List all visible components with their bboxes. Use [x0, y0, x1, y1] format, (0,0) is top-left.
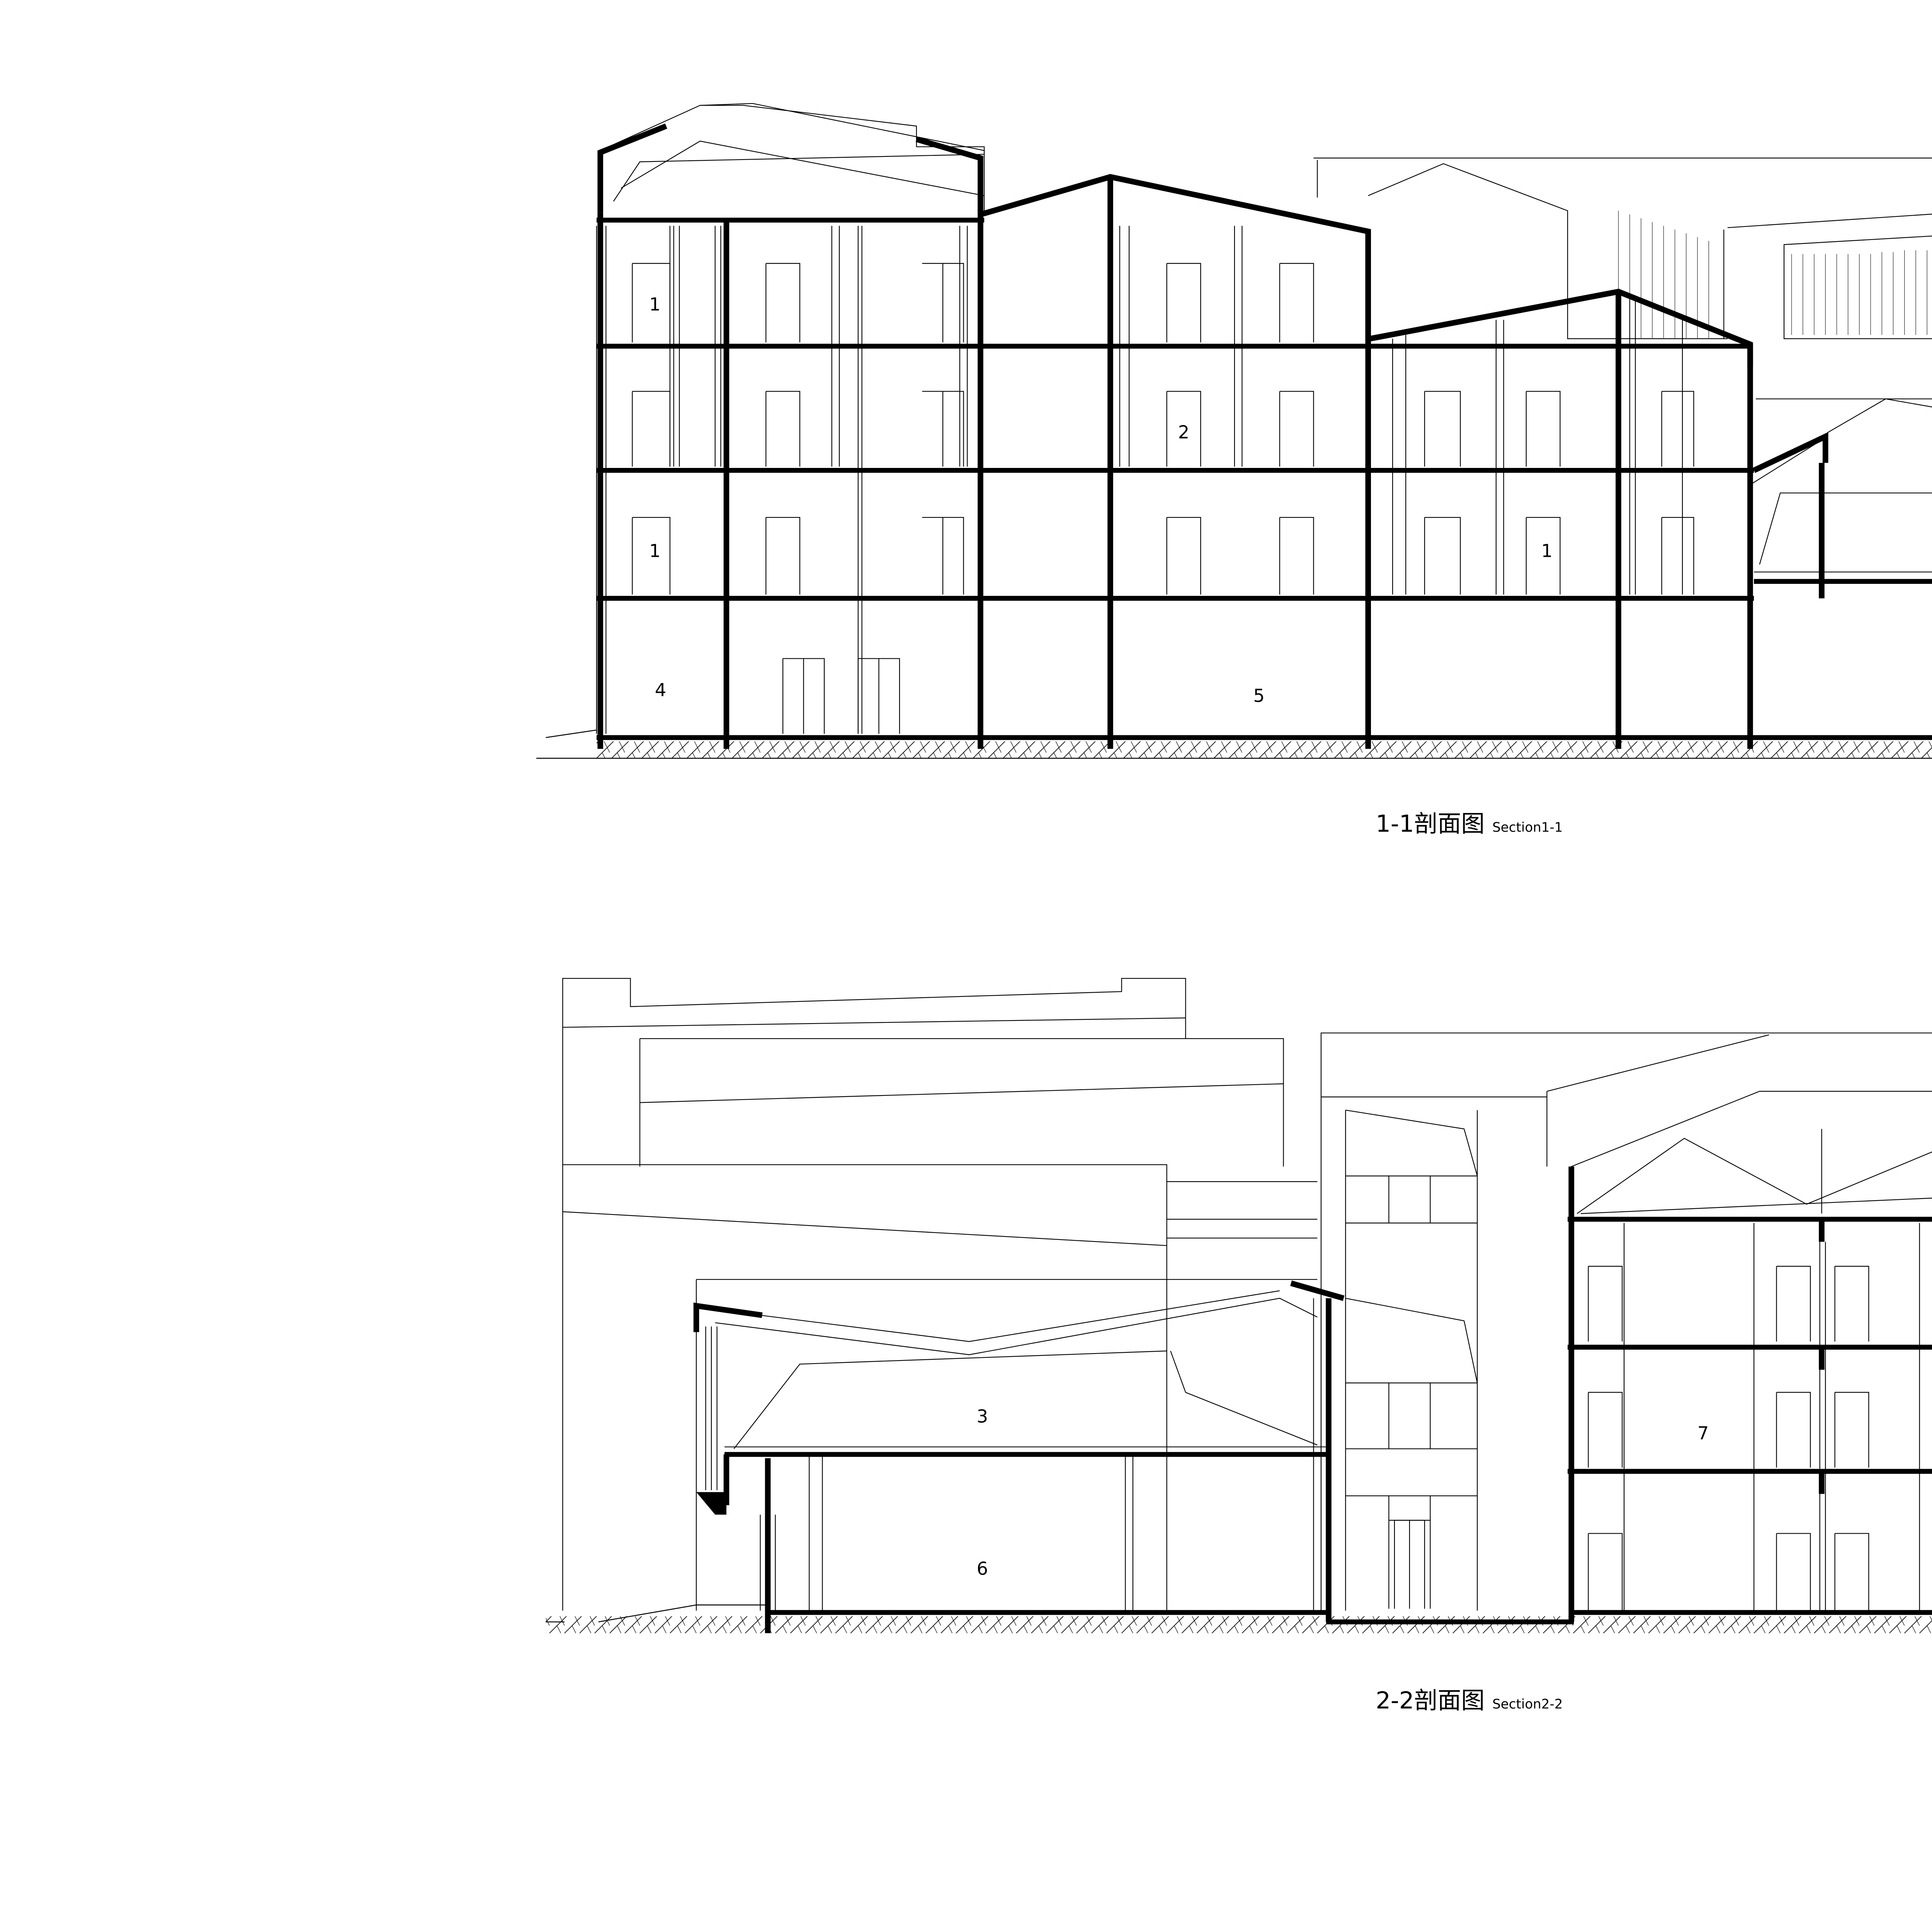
section-1-1-title: 1-1剖面图 Section1-1 — [1376, 810, 1563, 837]
section-title-cn: 1-1剖面图 — [1376, 810, 1485, 837]
ground-hatch — [596, 741, 1932, 759]
room-label: 2 — [1178, 422, 1189, 443]
section-2-2-title: 2-2剖面图 Section2-2 — [1376, 1687, 1563, 1714]
room-label: 1 — [649, 294, 660, 315]
cut-roofs — [693, 1167, 1575, 1332]
section-title-cn: 2-2剖面图 — [1376, 1687, 1485, 1714]
section-2-2-room-labels: 3 6 7 8 9 — [977, 1406, 1709, 1579]
ground-line — [536, 730, 1932, 759]
ground-line — [546, 1604, 766, 1622]
room-label: 7 — [1697, 1423, 1709, 1444]
room-label: 3 — [977, 1406, 988, 1427]
walls-columns — [596, 177, 1825, 749]
section-title-en: Section1-1 — [1492, 820, 1563, 835]
section-1-1-room-labels: 1 1 2 1 3 4 5 6 — [649, 294, 1553, 706]
floor-slabs — [596, 218, 1932, 740]
doors — [632, 263, 1694, 734]
ground-hatch — [546, 1616, 1932, 1633]
doors — [1394, 1266, 1869, 1611]
section-2-2-drawing — [546, 978, 1932, 1633]
room-label: 5 — [1253, 685, 1265, 706]
room-label: 1 — [649, 540, 660, 561]
room-label: 1 — [1541, 540, 1553, 561]
room-label: 6 — [977, 1558, 988, 1579]
section-title-en: Section2-2 — [1492, 1696, 1563, 1712]
section-1-1-drawing — [536, 103, 1932, 759]
walls-columns — [696, 1167, 1920, 1633]
room-label: 4 — [655, 680, 666, 701]
